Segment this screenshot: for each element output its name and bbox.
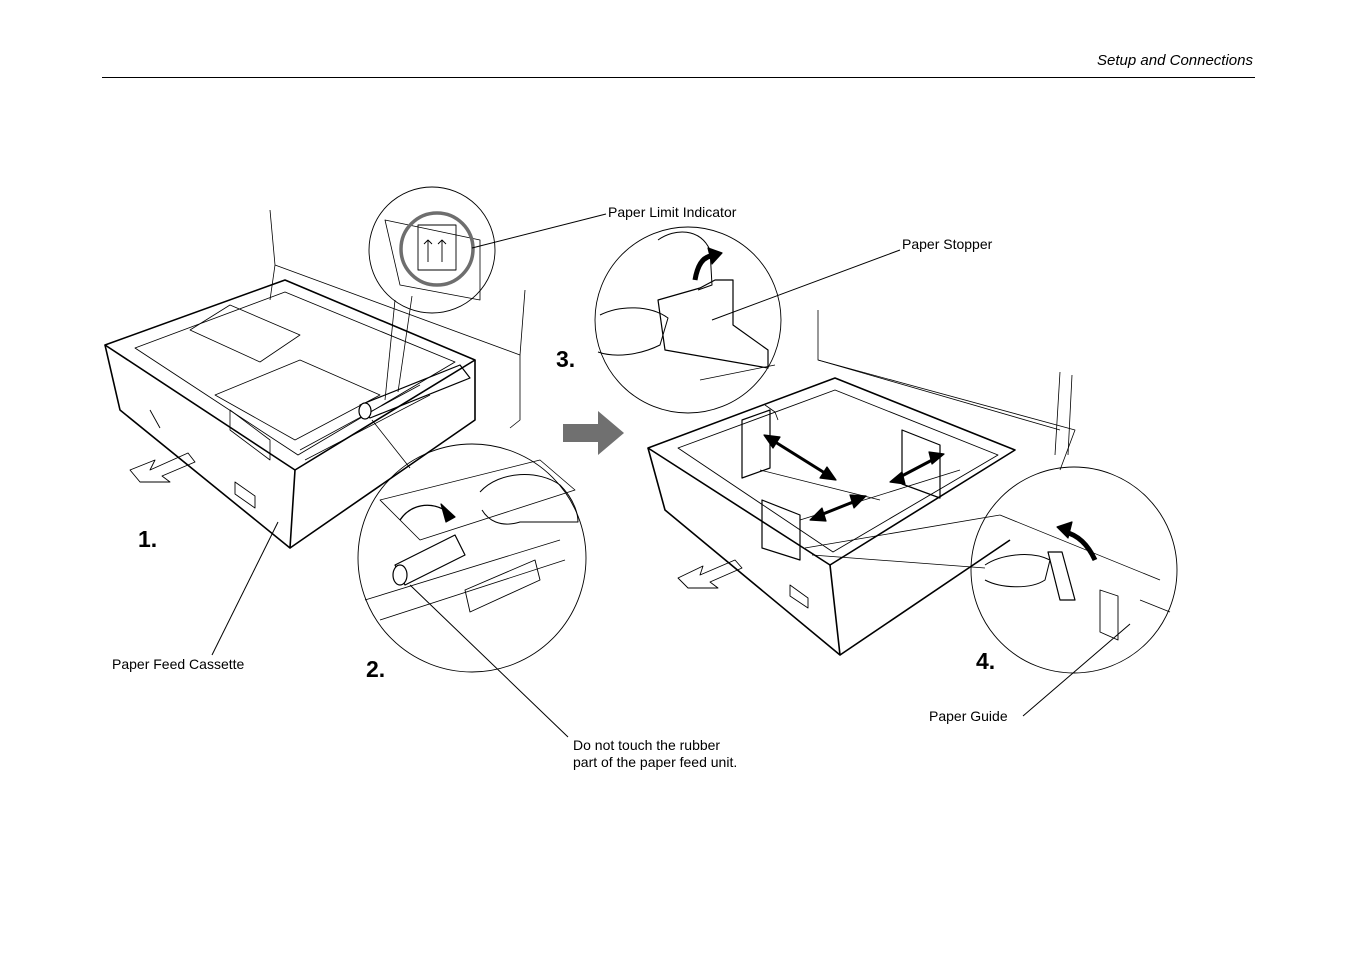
leader-paper-guide <box>1022 623 1131 717</box>
left-cassette-drawing <box>104 209 526 549</box>
rubber-warning-note: Do not touch the rubber part of the pape… <box>573 737 738 770</box>
section-title: Setup and Connections <box>1097 52 1253 69</box>
step-2-label: 2. <box>366 656 386 682</box>
leader-paper-feed-cassette <box>211 521 279 656</box>
paper-feed-cassette-label: Paper Feed Cassette <box>112 656 245 672</box>
paper-guide-label: Paper Guide <box>929 708 1008 724</box>
leader-rubber-warning <box>409 584 569 738</box>
paper-guide-inset <box>804 466 1178 674</box>
paper-limit-indicator-label: Paper Limit Indicator <box>608 204 737 220</box>
paper-stopper-inset <box>594 226 782 421</box>
leader-paper-stopper <box>711 249 901 321</box>
feed-unit-inset <box>357 419 587 673</box>
process-arrow <box>563 411 624 455</box>
step-3-label: 3. <box>556 346 576 372</box>
right-cassette-drawing <box>647 310 1076 656</box>
paper-limit-inset <box>368 186 496 401</box>
paper-stopper-label: Paper Stopper <box>902 236 993 252</box>
step-4-label: 4. <box>976 648 996 674</box>
leader-paper-limit <box>471 213 607 249</box>
header-rule <box>102 77 1255 78</box>
step-1-label: 1. <box>138 526 158 552</box>
